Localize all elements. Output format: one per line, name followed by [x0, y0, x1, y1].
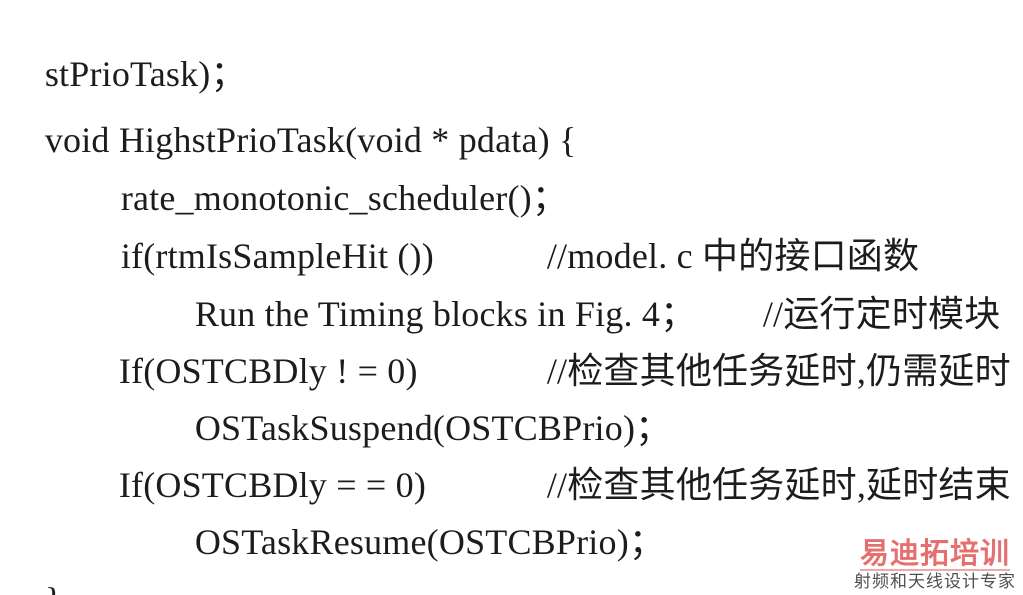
code-line: rate_monotonic_scheduler()；: [84, 132, 568, 264]
code-line: OSTaskResume(OSTCBPrio)；: [158, 476, 665, 595]
code-text: stPrioTask)；: [44, 54, 247, 94]
code-text: }: [45, 578, 62, 595]
code-text: Run the Timing blocks in Fig. 4；: [194, 294, 697, 334]
code-line: If(OSTCBDly ! = 0) //检查其他任务延时,仍需延时: [82, 305, 1011, 437]
code-comment: //model. c 中的接口函数: [546, 236, 920, 276]
code-line: Run the Timing blocks in Fig. 4； //运行定时模块: [158, 248, 1000, 380]
code-text: void HighstPrioTask(void * pdata) {: [44, 120, 577, 160]
code-text: If(OSTCBDly = = 0): [118, 465, 427, 505]
code-line: OSTaskSuspend(OSTCBPrio)；: [158, 362, 671, 494]
code-text: if(rtmIsSampleHit ()): [120, 236, 434, 276]
code-line: if(rtmIsSampleHit ()) //model. c 中的接口函数: [84, 190, 919, 322]
code-line: }: [8, 534, 62, 595]
code-text: If(OSTCBDly ! = 0): [118, 351, 418, 391]
code-line: If(OSTCBDly = = 0) //检查其他任务延时,延时结束: [82, 419, 1011, 551]
code-text: OSTaskSuspend(OSTCBPrio)；: [194, 408, 672, 448]
code-line: void HighstPrioTask(void * pdata) {: [8, 74, 577, 206]
code-comment: //检查其他任务延时,仍需延时: [546, 351, 1011, 391]
watermark-tagline: 射频和天线设计专家: [854, 572, 1016, 592]
code-comment: //检查其他任务延时,延时结束: [546, 465, 1011, 505]
code-comment: //运行定时模块: [762, 294, 1001, 334]
code-text: rate_monotonic_scheduler()；: [120, 178, 569, 218]
code-line: stPrioTask)；: [8, 8, 247, 140]
watermark: 易迪拓培训 射频和天线设计专家: [854, 538, 1016, 592]
watermark-brand-logo: 易迪拓培训: [859, 536, 1010, 571]
code-text: OSTaskResume(OSTCBPrio)；: [194, 522, 666, 562]
